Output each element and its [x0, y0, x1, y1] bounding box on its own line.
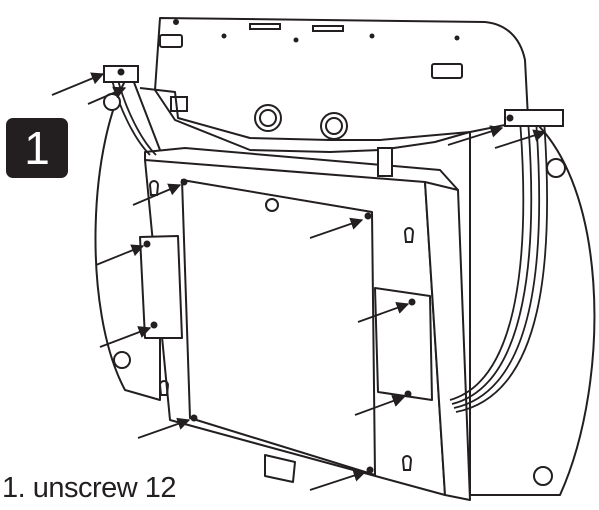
knockout-hole	[254, 104, 282, 132]
top-back-plate	[154, 17, 529, 153]
instruction-caption: 1. unscrew 12	[2, 472, 177, 504]
arrow-icon	[132, 183, 182, 206]
screw	[143, 240, 151, 248]
arrow-icon	[137, 417, 191, 439]
right-bracket	[374, 287, 433, 401]
screw	[117, 68, 125, 76]
step-number-badge: 1	[6, 118, 68, 178]
plate-screw	[173, 19, 179, 25]
top-plate-slot	[312, 25, 344, 32]
plate-screw	[293, 37, 299, 43]
screw	[404, 390, 412, 398]
screw	[180, 178, 188, 186]
wire-harness	[453, 119, 541, 409]
screw	[408, 298, 416, 306]
keyhole	[158, 380, 170, 396]
arrow-icon	[494, 129, 547, 149]
cover-plate	[181, 179, 376, 476]
plate-screw	[221, 33, 227, 39]
wire-harness	[449, 119, 525, 401]
screw	[364, 212, 372, 220]
top-plate-slot	[249, 23, 281, 30]
top-plate-slot	[170, 96, 188, 112]
arrow-icon	[95, 244, 145, 266]
arrow-icon	[309, 469, 367, 491]
arrow-icon	[357, 301, 410, 323]
top-plate-flange	[139, 87, 471, 141]
arrow-icon	[447, 125, 504, 146]
screw	[506, 114, 514, 122]
keyhole	[401, 455, 413, 471]
screw	[150, 321, 158, 329]
top-plate-slot	[431, 63, 463, 79]
wire-harness	[455, 119, 549, 413]
keyhole	[148, 180, 160, 196]
knockout-hole	[325, 117, 343, 135]
cover-plate-hole	[265, 198, 279, 212]
side-knob	[113, 351, 131, 369]
wire-connector	[504, 109, 564, 127]
screw	[366, 466, 374, 474]
bottom-tab	[264, 454, 296, 483]
knockout-hole	[259, 109, 277, 127]
keyhole	[403, 227, 415, 243]
arrow-icon	[309, 217, 364, 239]
arrow-icon	[99, 326, 152, 348]
plate-screw	[369, 33, 375, 39]
electronics-box-side	[424, 181, 471, 501]
arrow-icon	[354, 394, 406, 416]
screw	[190, 414, 198, 422]
right-side-panel	[469, 109, 596, 496]
arrow-icon	[51, 72, 105, 96]
side-knob	[533, 466, 553, 486]
side-knob	[546, 158, 566, 178]
plate-screw	[454, 35, 460, 41]
left-bracket	[139, 235, 183, 339]
wire-harness	[451, 119, 533, 405]
wire-connector	[377, 147, 393, 177]
knockout-hole	[320, 112, 348, 140]
top-plate-slot	[159, 34, 183, 48]
arrow-icon	[87, 86, 127, 105]
